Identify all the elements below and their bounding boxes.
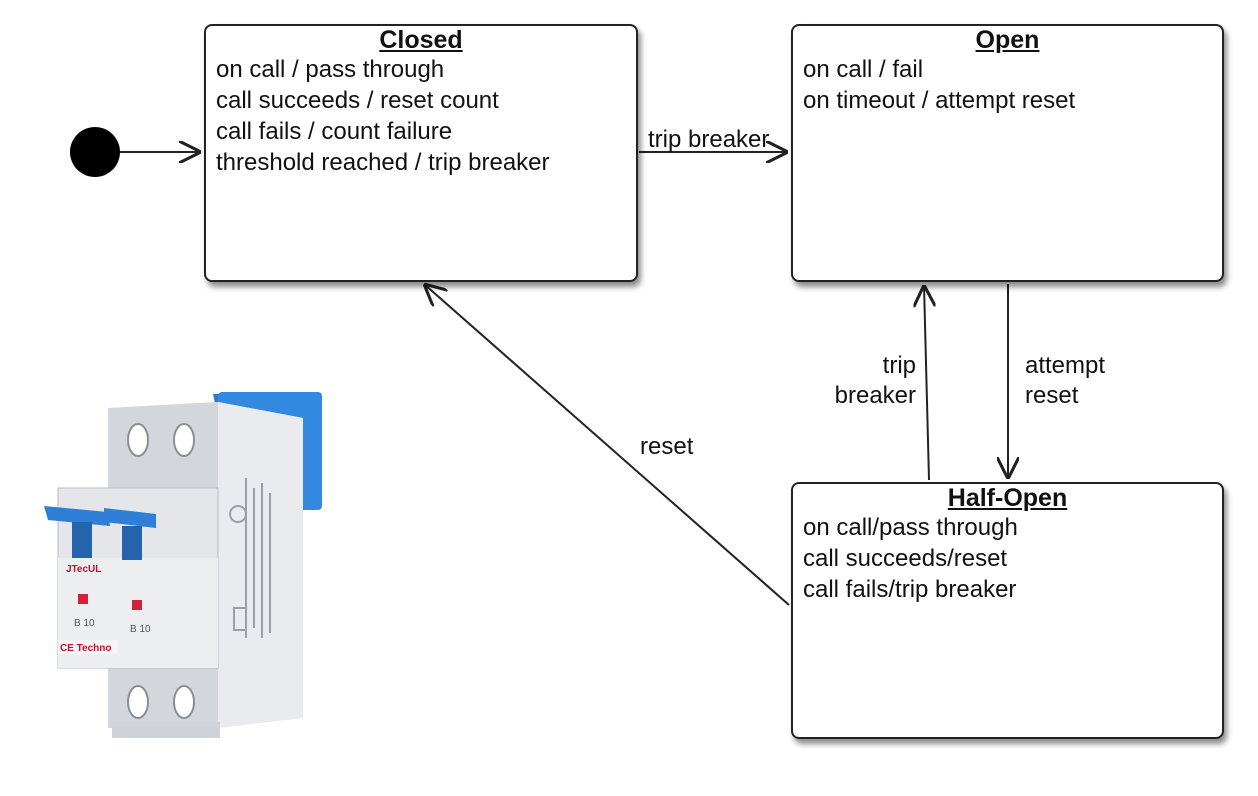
state-row: on call / pass through — [216, 56, 445, 83]
transition-label-line: attempt — [1025, 352, 1106, 379]
state-open: Open on call / fail on timeout / attempt… — [791, 24, 1224, 282]
state-row: call fails/trip breaker — [803, 576, 1017, 603]
state-closed-title: Closed — [379, 26, 463, 54]
state-row: call succeeds/reset — [803, 545, 1008, 572]
transition-label-attempt-reset: attempt reset — [1025, 351, 1145, 411]
state-row: on timeout / attempt reset — [803, 87, 1076, 114]
state-half-open-title: Half-Open — [947, 484, 1068, 512]
transition-label-halfopen-to-open: trip breaker — [820, 351, 916, 411]
transition-label-line: breaker — [834, 382, 916, 409]
halfopen-to-closed-arrow — [424, 284, 790, 606]
transition-label-reset: reset — [640, 433, 694, 460]
state-row: call succeeds / reset count — [216, 87, 499, 114]
transition-label-line: trip — [882, 352, 916, 379]
state-half-open: Half-Open on call/pass through call succ… — [791, 482, 1224, 739]
state-closed-rows: on call / pass through call succeeds / r… — [206, 54, 636, 178]
state-open-rows: on call / fail on timeout / attempt rese… — [793, 54, 1222, 116]
breaker-label: B 10 — [130, 624, 151, 635]
initial-state-node — [70, 127, 120, 177]
circuit-breaker-photo: JTecUL B 10 B 10 CE Techno — [44, 392, 322, 738]
state-half-open-rows: on call/pass through call succeeds/reset… — [793, 512, 1222, 605]
state-closed: Closed on call / pass through call succe… — [204, 24, 638, 282]
state-open-title: Open — [975, 26, 1040, 54]
transition-label-trip-breaker: trip breaker — [648, 126, 770, 153]
transition-label-line: reset — [1025, 382, 1079, 409]
state-row: on call/pass through — [803, 514, 1018, 541]
state-row: on call / fail — [803, 56, 924, 83]
breaker-label: B 10 — [74, 618, 95, 629]
breaker-label: JTecUL — [66, 564, 101, 575]
state-row: threshold reached / trip breaker — [216, 149, 550, 176]
halfopen-to-open-arrow — [924, 285, 929, 481]
breaker-label: CE Techno — [60, 643, 111, 654]
state-row: call fails / count failure — [216, 118, 453, 145]
